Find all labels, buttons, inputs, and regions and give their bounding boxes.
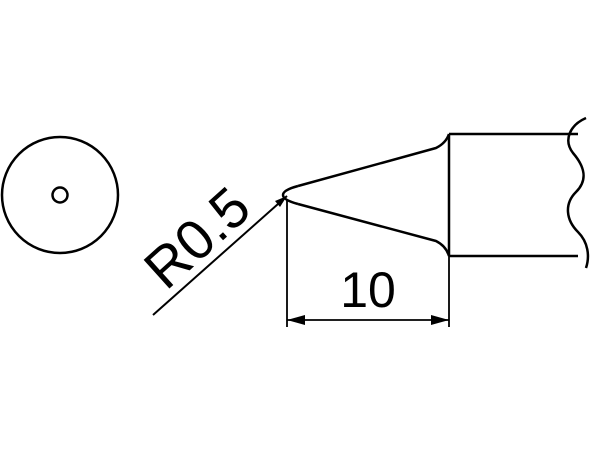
- radius-leader: [152, 195, 288, 316]
- tip-outer-circle: [0, 135, 120, 255]
- dimension-arrow-left: [287, 315, 305, 325]
- radius-label: R0.5: [132, 175, 262, 301]
- tip-cone-lower-edge: [297, 202, 451, 257]
- tip-end-view: [0, 135, 120, 255]
- radius-leader-line: [152, 195, 288, 316]
- tip-rounded-point: [281, 184, 299, 206]
- shank-break-line: [566, 116, 590, 269]
- tip-side-view: [281, 116, 590, 269]
- tip-center-circle: [51, 186, 69, 204]
- length-dimension: [286, 200, 450, 327]
- dimension-arrow-right: [431, 315, 449, 325]
- length-label: 10: [340, 262, 396, 318]
- radius-leader-arrowhead: [275, 196, 287, 207]
- tip-cone-upper-edge: [297, 133, 451, 188]
